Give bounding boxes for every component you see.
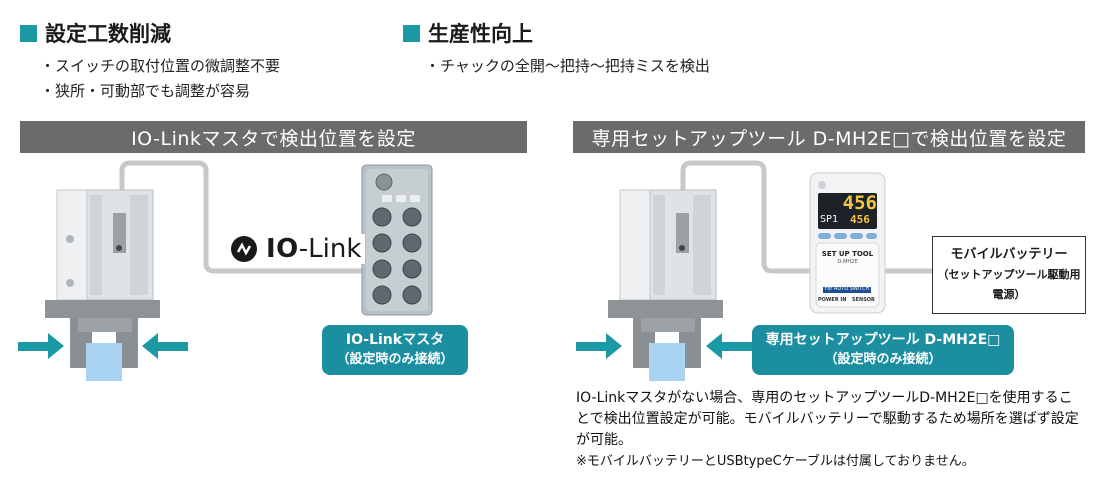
setup-tool-device [809,172,886,314]
arrow-right-icon [18,333,64,359]
left-bar-title: IO-Linkマスタで検出位置を設定 [20,121,527,153]
sensor-label: SENSOR [852,297,875,303]
left-diagram [18,160,433,381]
square-bullet-icon [403,24,420,42]
mobile-battery-box: モバイルバッテリー （セットアップツール駆動用電源） [932,236,1086,314]
gripper-body [45,189,160,318]
right-bar-title: 専用セットアップツール D-MH2E□で検出位置を設定 [573,121,1085,153]
arrow-left-icon [142,333,188,359]
gripper-body [608,189,723,318]
cable [119,160,375,274]
iolink-master-callout: IO-Linkマスタ （設定時のみ接続） [322,325,468,375]
workpiece [649,343,685,381]
bullet-item: ・チャックの全開～把持～把持ミスを検出 [425,57,710,75]
left-section-title: 設定工数削減 [20,18,171,48]
tool-label: SET UP TOOL [821,250,874,258]
auto-switch-sensor [676,213,689,253]
power-in-label: POWER IN [818,297,847,303]
left-bullet-list: ・スイッチの取付位置の微調整不要 ・狭所・可動部でも調整が容易 [40,54,280,104]
tool-sublabel: For AUTO SWITCH [824,286,870,292]
iolink-logo-icon [231,236,257,262]
square-bullet-icon [20,24,37,42]
arrow-left-icon [706,333,752,359]
bullet-item: ・スイッチの取付位置の微調整不要 [40,57,281,75]
display-main-value: 456 [842,192,877,214]
arrow-right-icon [576,333,622,359]
workpiece [86,343,122,381]
right-diagram [576,160,932,381]
display-sub-label: SP1 [820,214,839,225]
right-bullet-list: ・チャックの全開～把持～把持ミスを検出 [425,54,710,79]
auto-switch-sensor [113,213,126,253]
cable [680,160,815,274]
display-sub-value: 456 [850,213,870,226]
setup-tool-callout: 専用セットアップツール D-MH2E□ （設定時のみ接続） [752,325,1014,375]
note-text: ※モバイルバッテリーとUSBtypeCケーブルは付属しておりません。 [576,454,975,469]
tool-model: D-MH2E [837,259,858,265]
display-screen [818,193,877,229]
right-section-title: 生産性向上 [403,18,533,48]
iolink-logo: IO-Link [226,234,366,264]
iolink-master-device [361,164,433,316]
description-text: IO-Linkマスタがない場合、専用のセットアップツールD-MH2E□を使用する… [576,390,1079,448]
bullet-item: ・狭所・可動部でも調整が容易 [40,82,251,100]
